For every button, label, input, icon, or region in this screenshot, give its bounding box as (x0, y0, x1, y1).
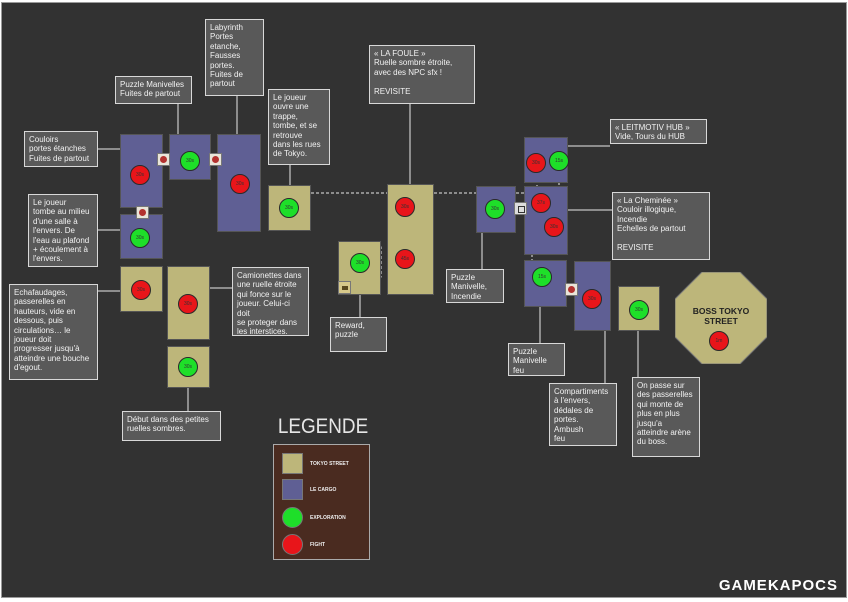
note-debut: Début dans des petites ruelles sombres. (122, 411, 221, 441)
exploration-node: 15s (532, 267, 552, 287)
fight-node: 30s (582, 289, 602, 309)
boss-fight-node: 1m (709, 331, 729, 351)
note-tombe-salle: Le joueur tombe au milieu d'une salle à … (28, 194, 98, 267)
fight-node: 30s (526, 153, 546, 173)
legend-label-exploration: EXPLORATION (310, 515, 346, 521)
fight-node: 30s (131, 280, 151, 300)
legend-title: LEGENDE (277, 415, 369, 438)
mine-icon (209, 153, 222, 166)
legend: TOKYO STREET LE CARGO EXPLORATION FIGHT (273, 444, 370, 560)
note-puzzle-feu: Puzzle Manivelle feu (508, 343, 565, 376)
note-leitmotiv: « LEITMOTIV HUB » Vide, Tours du HUB (610, 119, 707, 144)
legend-label-tokyo: TOKYO STREET (310, 461, 349, 467)
exploration-node: 30s (178, 357, 198, 377)
boss-label: BOSS TOKYO STREET (692, 306, 750, 326)
exploration-node: 30s (180, 151, 200, 171)
note-compartiments: Compartiments à l'envers, dédales de por… (549, 383, 617, 446)
fight-node: 30s (230, 174, 250, 194)
fight-node: 30s (178, 294, 198, 314)
note-passerelles: On passe sur des passerelles qui monte d… (632, 377, 700, 457)
fight-node: 45s (395, 249, 415, 269)
exploration-node: 15s (549, 151, 569, 171)
note-camionettes: Camionettes dans une ruelle étroite qui … (232, 267, 309, 336)
note-foule: « LA FOULE » Ruelle sombre étroite, avec… (369, 45, 475, 104)
fight-node: 30s (395, 197, 415, 217)
legend-swatch-fight (282, 534, 303, 555)
exploration-node: 30s (130, 228, 150, 248)
note-labyrinth: Labyrinth Portes etanche, Fausses portes… (205, 19, 264, 96)
exploration-node: 30s (350, 253, 370, 273)
brand-logo-text: GAMEKAPOCS (718, 577, 838, 594)
room-r10 (387, 184, 434, 295)
mine-icon (157, 153, 170, 166)
legend-swatch-exploration (282, 507, 303, 528)
note-puzzle-manivelles: Puzzle Manivelles Fuites de partout (115, 76, 192, 104)
legend-swatch-tokyo (282, 453, 303, 474)
legend-swatch-cargo (282, 479, 303, 500)
room-r16 (618, 286, 660, 331)
mine-icon (136, 206, 149, 219)
connection-lines (98, 96, 639, 411)
fight-node: 37s (531, 193, 551, 213)
legend-label-fight: FIGHT (310, 542, 325, 548)
note-echafaudages: Echafaudages, passerelles en hauteurs, v… (9, 284, 98, 380)
note-couloirs: Couloirs portes étanches Fuites de parto… (24, 131, 98, 167)
note-trappe: Le joueur ouvre une trappe, tombe, et se… (268, 89, 330, 165)
exploration-node: 30s (629, 300, 649, 320)
note-reward: Reward, puzzle (330, 317, 387, 352)
mine-icon (565, 283, 578, 296)
note-cheminee: « La Cheminée » Couloir illogique, Incen… (612, 192, 710, 260)
fight-node: 30s (130, 165, 150, 185)
mechanism-icon (514, 202, 527, 215)
exploration-node: 30s (279, 198, 299, 218)
fight-node: 30s (544, 217, 564, 237)
note-puzzle-incendie: Puzzle Manivelle, Incendie (446, 269, 504, 303)
chest-icon (338, 281, 351, 294)
boss-arena (675, 272, 767, 364)
legend-label-cargo: LE CARGO (310, 487, 337, 493)
exploration-node: 30s (485, 199, 505, 219)
